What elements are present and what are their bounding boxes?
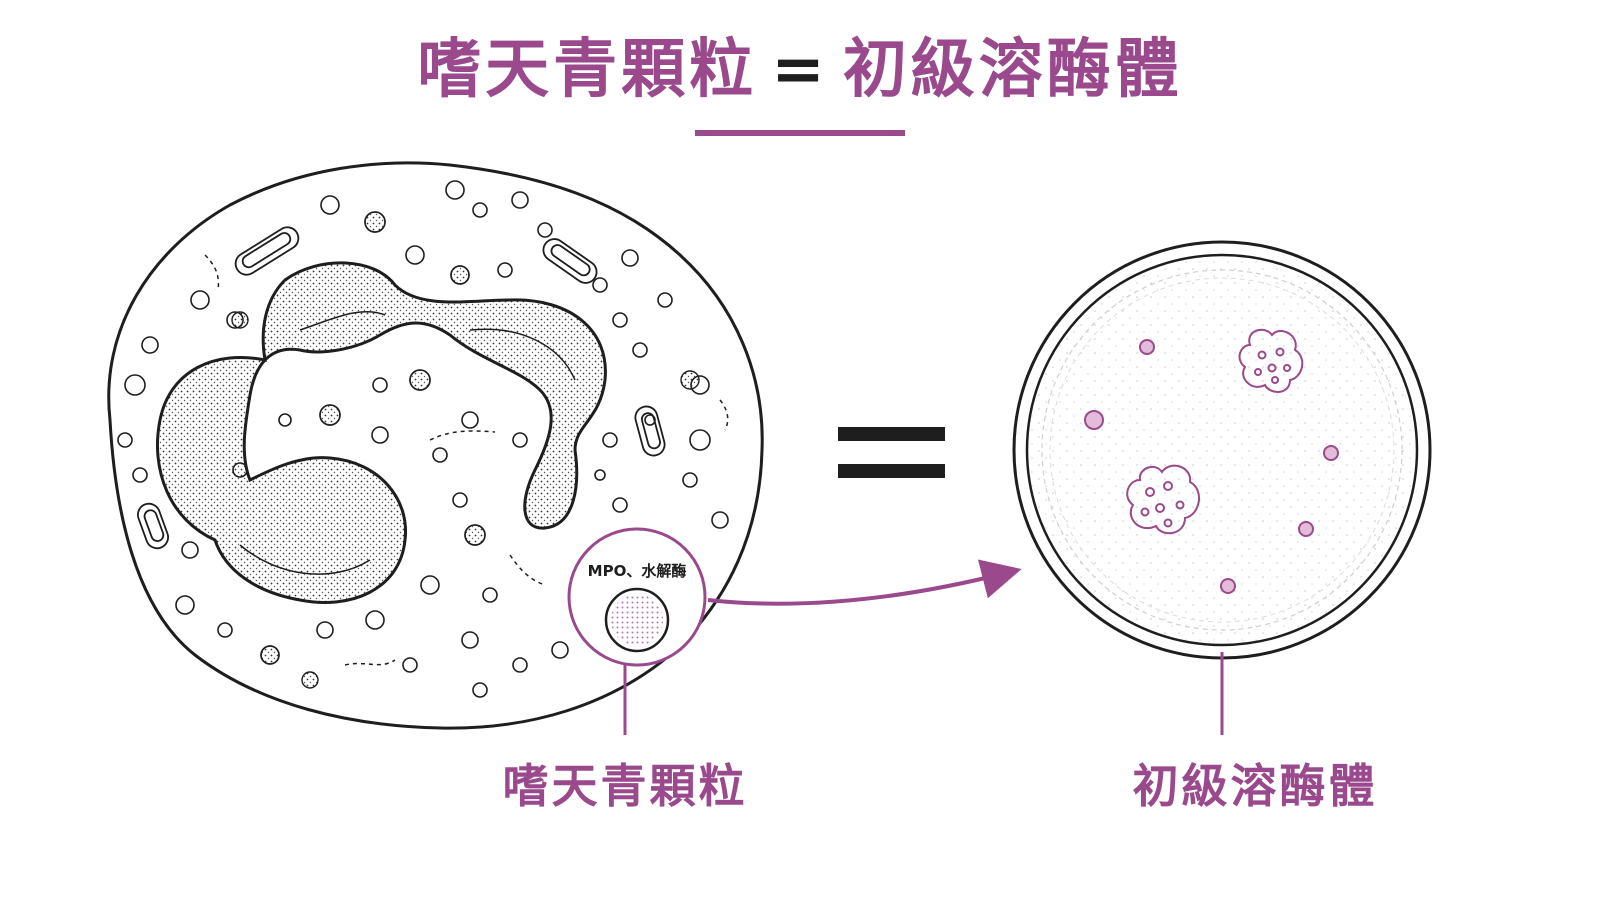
label-primary-lysosome: 初級溶酶體 (1132, 759, 1378, 813)
label-azurophilic-granule: 嗜天青顆粒 (502, 759, 748, 813)
mitochondria (136, 226, 666, 550)
title-right-term: 初級溶酶體 (842, 33, 1183, 107)
arrow-to-lysosome (707, 559, 1022, 606)
lysosome-enzyme-dots (1084, 339, 1339, 594)
enzyme-cluster-top (1238, 328, 1304, 393)
title-underline (695, 130, 905, 136)
cytoplasm-dashes (204, 254, 729, 666)
lysosome-inner-membrane (1025, 253, 1419, 647)
callout-text: MPO、水解酶 (588, 562, 687, 580)
equals-sign (838, 427, 945, 478)
cell-nucleus (155, 261, 607, 604)
dense-vesicles (231, 211, 700, 689)
primary-lysosome (1012, 240, 1432, 735)
title-left-term: 嗜天青顆粒 (417, 33, 758, 107)
title-equals-sign: = (771, 33, 829, 107)
enzyme-cluster-bottom (1126, 464, 1200, 535)
page-title: 嗜天青顆粒=初級溶酶體 (0, 30, 1600, 110)
granule-callout: MPO、水解酶 (567, 527, 707, 735)
